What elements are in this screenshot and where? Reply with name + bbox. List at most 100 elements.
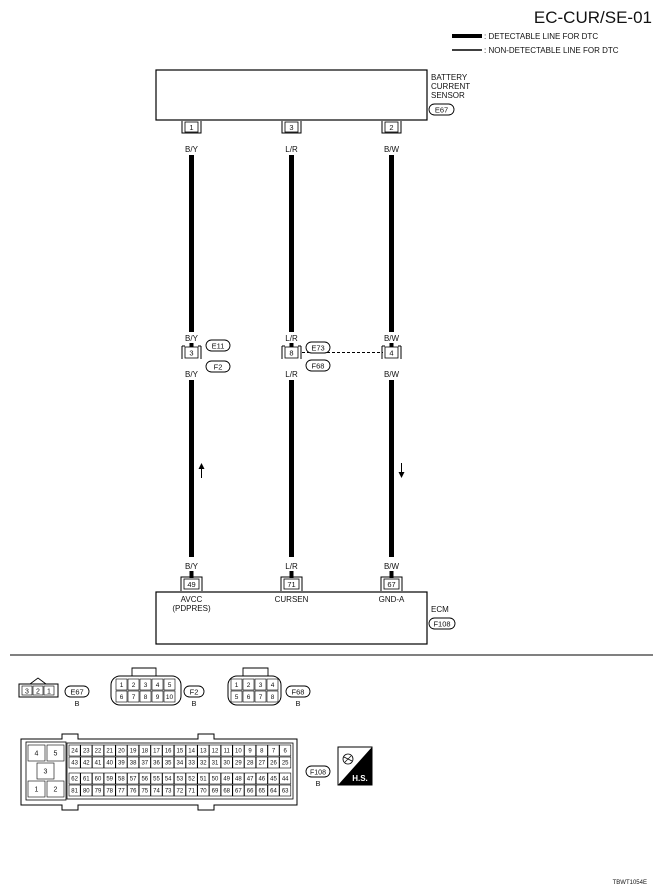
f2-pin	[151, 678, 164, 691]
f108-pin-label: 64	[270, 789, 277, 795]
wire-color-right-bottom: B/W	[384, 562, 400, 571]
svg-text:49: 49	[187, 580, 195, 589]
f108-pin	[80, 772, 93, 785]
f108-pin	[150, 784, 163, 797]
f2-pin	[163, 678, 176, 691]
f108-pin	[255, 744, 268, 757]
f108-pin	[92, 772, 104, 785]
arrow-up-icon	[198, 463, 205, 478]
f108-pin-label: 59	[106, 777, 113, 783]
f108-pin-label: 49	[223, 777, 230, 783]
f108-pin	[68, 744, 81, 757]
f108-pin-label: 7	[272, 749, 276, 755]
f108-pin-label: 58	[118, 777, 125, 783]
f68-pin	[242, 678, 255, 691]
f2-pin	[151, 690, 164, 703]
page-code: EC-CUR/SE-01	[534, 8, 652, 27]
f108-pin-label: 11	[224, 749, 231, 755]
f108-id: F108	[310, 770, 326, 777]
ecm-label-cursen: CURSEN	[275, 595, 309, 604]
f108-small-pin-label: 4	[35, 751, 39, 758]
f68-pin-label: 4	[271, 682, 275, 689]
f108-pin-label: 70	[200, 789, 207, 795]
sensor-name-line-1: BATTERY	[431, 73, 468, 82]
junction-left-badge-2	[205, 360, 231, 373]
ecm-label-gnd-a: GND-A	[379, 595, 405, 604]
f108-pin	[174, 772, 186, 785]
arrow-down-icon	[398, 463, 405, 478]
f108-pin-label: 57	[130, 777, 137, 783]
wire-color-left-junction-top: B/Y	[185, 334, 199, 343]
f108-pin	[92, 784, 104, 797]
f108-pin-label: 71	[188, 789, 195, 795]
wire-color-middle-top: L/R	[285, 145, 298, 154]
junction-left-connector-2: F2	[214, 363, 223, 372]
f108-pin	[150, 772, 163, 785]
legend-non-detectable-text: : NON-DETECTABLE LINE FOR DTC	[484, 46, 619, 55]
f108-pin-label: 25	[282, 761, 289, 767]
wire-color-right-junction-bottom: B/W	[384, 370, 400, 379]
f108-pin-label: 62	[71, 777, 78, 783]
ecm-pin-71: 71	[280, 571, 303, 591]
f108-pin	[185, 756, 198, 769]
f108-pin-label: 79	[95, 789, 102, 795]
f108-small-pin-label: 2	[54, 787, 58, 794]
f68-color: B	[295, 699, 300, 708]
f108-small-pin	[36, 762, 55, 780]
f108-pin-label: 74	[153, 789, 160, 795]
f108-pin-label: 53	[177, 777, 184, 783]
f108-pin	[267, 772, 280, 785]
f108-pin-label: 73	[165, 789, 172, 795]
f108-pin	[115, 772, 128, 785]
f108-small-pin-label: 1	[35, 787, 39, 794]
f108-pin-label: 45	[270, 777, 277, 783]
f108-pin-label: 32	[200, 761, 207, 767]
f108-pin-label: 18	[141, 749, 148, 755]
f2-pin-label: 1	[120, 682, 124, 689]
e67-color: B	[74, 699, 79, 708]
footer-code: TBWT1054E	[613, 880, 647, 886]
f108-pin-label: 16	[165, 749, 172, 755]
f108-pin-label: 8	[260, 749, 264, 755]
junction-middle-connector-1: E73	[311, 344, 324, 353]
f2-pin-label: 3	[144, 682, 148, 689]
f108-pin-label: 50	[212, 777, 219, 783]
svg-text:71: 71	[287, 580, 295, 589]
f2-pin	[139, 678, 152, 691]
f2-pin-label: 4	[156, 682, 160, 689]
f2-pin	[115, 690, 128, 703]
f68-pin	[230, 678, 243, 691]
sensor-connector-id: E67	[435, 106, 448, 115]
f108-pin	[127, 756, 139, 769]
f108-pin-label: 30	[223, 761, 230, 767]
f108-color: B	[315, 779, 320, 788]
svg-text:4: 4	[389, 349, 393, 358]
f108-pin	[103, 744, 116, 757]
svg-text:3: 3	[189, 349, 193, 358]
sensor-pin-3: 3	[281, 121, 302, 134]
f108-pin	[80, 756, 93, 769]
wire-color-left-junction-bottom: B/Y	[185, 370, 199, 379]
f108-pin	[68, 756, 81, 769]
f2-pin-label: 2	[132, 682, 136, 689]
f2-id: F2	[190, 688, 199, 697]
f108-pin-label: 20	[118, 749, 125, 755]
f68-pin	[230, 690, 243, 703]
f108-pin	[138, 744, 151, 757]
f108-pin	[127, 772, 139, 785]
f108-pin-label: 33	[188, 761, 195, 767]
f108-pin	[220, 744, 233, 757]
f108-pin-label: 37	[141, 761, 148, 767]
f108-pin	[115, 756, 128, 769]
f68-pin-label: 5	[235, 694, 239, 701]
f108-small-pin	[27, 744, 46, 762]
f108-pin	[103, 756, 116, 769]
wire-color-middle-junction-bottom: L/R	[285, 370, 298, 379]
f2-pin	[115, 678, 128, 691]
f108-pin	[220, 756, 233, 769]
f108-pin-label: 63	[282, 789, 289, 795]
f108-pin-label: 13	[200, 749, 207, 755]
ecm-label-avcc: AVCC	[181, 595, 203, 604]
f108-pin-label: 41	[95, 761, 102, 767]
f108-pin-label: 69	[212, 789, 219, 795]
